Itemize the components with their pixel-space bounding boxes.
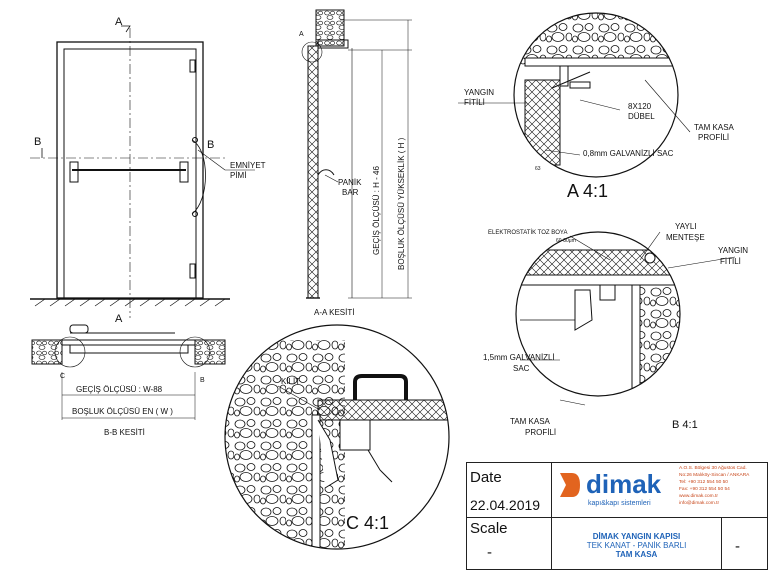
detail-b-title: B 4:1 (672, 419, 698, 431)
aa-kesiti: A-A KESİTİ (314, 308, 354, 317)
date-label: Date (470, 469, 502, 486)
dubel-2: DÜBEL (628, 112, 655, 121)
product-name: DİMAK YANGIN KAPISI (592, 532, 681, 541)
address-5: www.dimak.com.tr (679, 494, 718, 499)
detail-c-title: C 4:1 (346, 513, 389, 533)
galvanizli-a: 0,8mm GALVANİZLİ SAC (583, 149, 674, 158)
galvanizli-b-2: SAC (513, 364, 530, 373)
dim-63: 63 (535, 166, 541, 172)
yangin-fitili-a-1: YANGIN (464, 88, 494, 97)
elektrostatik-dim: 60-80μm (556, 238, 576, 244)
bb-kesiti: B-B KESİTİ (104, 428, 145, 437)
logo-text: dimak (586, 469, 662, 499)
address-3: Tel: +90 312 554 50 50 (679, 480, 728, 485)
front-elevation (30, 28, 255, 318)
section-b-left: B (34, 136, 41, 148)
gecis-olcusu-h: GEÇİŞ ÖLÇÜSÜ : H - 46 (372, 166, 381, 255)
yangin-fitili-b-1: YANGIN (718, 246, 748, 255)
section-a-top: A (115, 16, 123, 28)
product-cell: DİMAK YANGIN KAPISI TEK KANAT - PANİK BA… (551, 517, 722, 570)
bosluk-olcusu-h: BOŞLUK ÖLÇÜSÜ YÜKSEKLİK ( H ) (397, 137, 406, 270)
product-frame: TAM KASA (615, 550, 658, 559)
dimak-logo-icon (560, 471, 582, 499)
aa-marker: A (299, 31, 304, 38)
tam-kasa-a-2: PROFİLİ (698, 133, 729, 142)
detail-c-marker: C (60, 373, 65, 380)
tam-kasa-b-1: TAM KASA (510, 417, 551, 426)
tam-kasa-b-2: PROFİLİ (525, 428, 556, 437)
kilit-label: KİLİT (281, 377, 300, 386)
emniyet-pimi-label-1: EMNİYET (230, 161, 266, 170)
detail-b (515, 231, 736, 406)
galvanizli-b-1: 1,5mm GALVANİZLİ (483, 353, 555, 362)
address-4: Fax: +90 312 554 50 54 (679, 487, 730, 492)
gecis-olcusu-w: GEÇİŞ ÖLÇÜSÜ : W-88 (76, 385, 163, 394)
title-block: Date 22.04.2019 dimak kapı&kapı sistemle… (466, 462, 768, 570)
section-b-right: B (207, 139, 214, 151)
scale-label: Scale (470, 520, 508, 537)
address-2: No:26 Malıköy-Sincan / ANKARA (679, 473, 750, 478)
yangin-fitili-b-2: FİTİLİ (720, 257, 741, 266)
scale-value: - (487, 544, 492, 561)
panik-bar-label-2: BAR (342, 188, 359, 197)
panik-bar-label-1: PANİK (338, 178, 362, 187)
dubel-1: 8X120 (628, 102, 652, 111)
bosluk-olcusu-w: BOŞLUK ÖLÇÜSÜ EN ( W ) (72, 407, 173, 416)
section-a-bottom: A (115, 313, 123, 325)
scale-cell: Scale - (466, 517, 552, 570)
detail-b-marker: B (200, 377, 205, 384)
date-cell: Date 22.04.2019 (466, 462, 552, 518)
yayli-mentese-2: MENTEŞE (666, 233, 705, 242)
detail-a-title: A 4:1 (567, 181, 608, 201)
emniyet-pimi-label-2: PİMİ (230, 171, 246, 180)
yangin-fitili-a-2: FİTİLİ (464, 98, 485, 107)
address-1: A.O.S. Bölgesi 30 Ağustos Cad. (679, 466, 747, 471)
section-a-top-arrow (121, 25, 131, 33)
elektrostatik-label: ELEKTROSTATİK TOZ BOYA (488, 229, 567, 236)
aa-section (301, 9, 412, 299)
detail-c (224, 324, 450, 550)
logo-cell: dimak kapı&kapı sistemleri A.O.S. Bölges… (551, 462, 768, 518)
date-value: 22.04.2019 (470, 497, 541, 513)
tam-kasa-a-1: TAM KASA (694, 123, 735, 132)
yayli-mentese-1: YAYLI (675, 222, 697, 231)
bb-section (31, 324, 226, 420)
product-type: TEK KANAT - PANİK BARLI (586, 541, 687, 550)
address-6: info@dimak.com.tr (679, 501, 720, 506)
sheet-value: - (735, 538, 740, 555)
logo-tagline: kapı&kapı sistemleri (588, 500, 651, 507)
sheet-cell: - (721, 517, 768, 570)
